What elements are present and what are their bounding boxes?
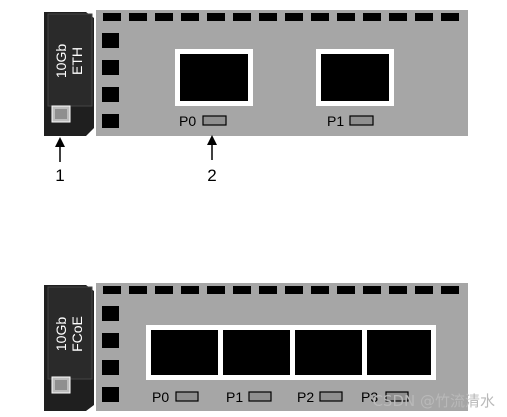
card-bottom-port-label-p2: P2 <box>297 389 314 405</box>
card-bottom-led-p1 <box>248 391 272 402</box>
card-top-port-p1 <box>321 54 389 101</box>
card-top-led-p1 <box>349 115 374 126</box>
card-top-label-1: 10Gb <box>53 44 69 78</box>
watermark-text: CSDN @竹流清水 <box>372 392 495 410</box>
card-bottom-port-label-p1: P1 <box>226 389 243 405</box>
card-bottom-side-vents <box>102 306 119 402</box>
callout-1-arrow <box>55 137 65 147</box>
callout-2-arrow <box>207 135 217 145</box>
callouts: 1 2 <box>55 135 217 185</box>
card-top-top-vents <box>103 13 459 21</box>
card-top-port-label-p0: P0 <box>179 113 196 129</box>
card-bottom-label-1: 10Gb <box>53 317 69 351</box>
card-top-led-p0 <box>202 115 227 126</box>
card-bottom-led-p2 <box>319 391 343 402</box>
card-top-port-p0 <box>180 54 248 101</box>
card-top: 10Gb ETH P0 P1 <box>44 10 468 136</box>
card-bottom-port-p1 <box>223 330 290 375</box>
card-top-side-vents <box>102 33 119 128</box>
card-top-bracket <box>96 10 468 136</box>
card-top-port-label-p1: P1 <box>327 113 344 129</box>
card-bottom: 10Gb FCoE P0 P1 P2 P3 <box>44 283 468 411</box>
card-bottom-top-vents <box>103 286 459 294</box>
card-bottom-port-p2 <box>295 330 362 375</box>
card-bottom-port-label-p0: P0 <box>152 389 169 405</box>
card-bottom-label-2: FCoE <box>69 316 85 352</box>
card-bottom-port-p0 <box>151 330 218 375</box>
card-bottom-led-p0 <box>175 391 199 402</box>
card-bottom-led-p3 <box>385 391 409 402</box>
card-top-label-2: ETH <box>69 47 85 75</box>
callout-1-label: 1 <box>55 166 64 185</box>
card-bottom-port-label-p3: P3 <box>361 389 378 405</box>
callout-2-label: 2 <box>207 166 216 185</box>
card-bottom-port-p3 <box>367 330 431 375</box>
